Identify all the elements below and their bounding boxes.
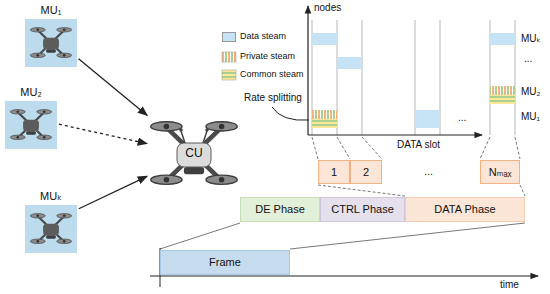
phase-label: DATA Phase xyxy=(434,203,495,216)
data-stream xyxy=(415,110,440,128)
unit-label: MUₖ xyxy=(40,190,62,203)
drone-icon xyxy=(151,122,237,185)
row-label: MU₂ xyxy=(521,86,540,98)
data-stream xyxy=(312,33,337,45)
legend-swatch xyxy=(222,52,236,62)
slot-number: 2 xyxy=(363,166,369,179)
ellipsis: ... xyxy=(524,53,532,65)
link-arrow xyxy=(79,59,148,116)
phase-box: DE Phase xyxy=(240,197,320,222)
axis-label: nodes xyxy=(314,2,341,14)
phase-box: DATA Phase xyxy=(405,197,525,222)
row-label: MUₖ xyxy=(521,33,541,45)
axis-label: DATA slot xyxy=(397,139,440,151)
drone-icon xyxy=(10,110,51,140)
slot-box: 1 xyxy=(318,160,350,184)
mobile-unit: MU₂ xyxy=(5,86,57,150)
link-arrow xyxy=(79,176,147,208)
phase-box: CTRL Phase xyxy=(320,197,405,222)
link-arrow xyxy=(59,124,147,143)
unit-tile xyxy=(25,19,77,67)
axis xyxy=(307,6,308,135)
leader-line xyxy=(272,107,309,120)
central-unit: CU xyxy=(148,108,240,200)
unit-tile xyxy=(5,101,57,149)
unit-tile xyxy=(25,205,77,253)
legend-swatch xyxy=(222,70,236,80)
unit-label: CU xyxy=(185,147,202,161)
phase-label: DE Phase xyxy=(255,203,305,216)
time-axis xyxy=(150,275,538,276)
axis-label: time xyxy=(500,279,519,291)
frame-box: Frame xyxy=(160,250,290,275)
phase-label: CTRL Phase xyxy=(331,203,394,216)
slot-number: Nₘₐₓ xyxy=(489,166,512,179)
drone-body xyxy=(177,143,211,167)
drone-icon xyxy=(30,28,71,58)
mobile-unit: MUₖ xyxy=(25,190,77,254)
unit-label: MU₁ xyxy=(41,4,62,17)
legend-text: Private steam xyxy=(240,51,295,62)
ellipsis: ... xyxy=(424,165,433,178)
mobile-unit: MU₁ xyxy=(25,4,77,68)
legend-swatch xyxy=(222,32,236,42)
annotation: Rate splitting xyxy=(244,92,302,104)
legend-text: Common steam xyxy=(240,69,304,80)
private-stream xyxy=(312,110,337,119)
common-stream xyxy=(490,95,515,104)
slot-box: 2 xyxy=(350,160,382,184)
slot-number: 1 xyxy=(331,166,337,179)
drone-icon xyxy=(30,214,71,244)
data-stream xyxy=(490,33,515,45)
private-stream xyxy=(490,86,515,95)
common-stream xyxy=(312,119,337,128)
frame-label: Frame xyxy=(209,256,241,269)
slot-box: Nₘₐₓ xyxy=(480,160,520,184)
data-stream xyxy=(337,57,362,69)
axis xyxy=(308,134,482,135)
slot-grid xyxy=(312,20,515,135)
frame-projection xyxy=(160,223,525,249)
legend-text: Data steam xyxy=(240,31,286,42)
slot-projection xyxy=(312,137,525,196)
unit-label: MU₂ xyxy=(20,86,41,99)
row-label: MU₁ xyxy=(521,111,540,123)
ellipsis: ... xyxy=(458,112,466,124)
